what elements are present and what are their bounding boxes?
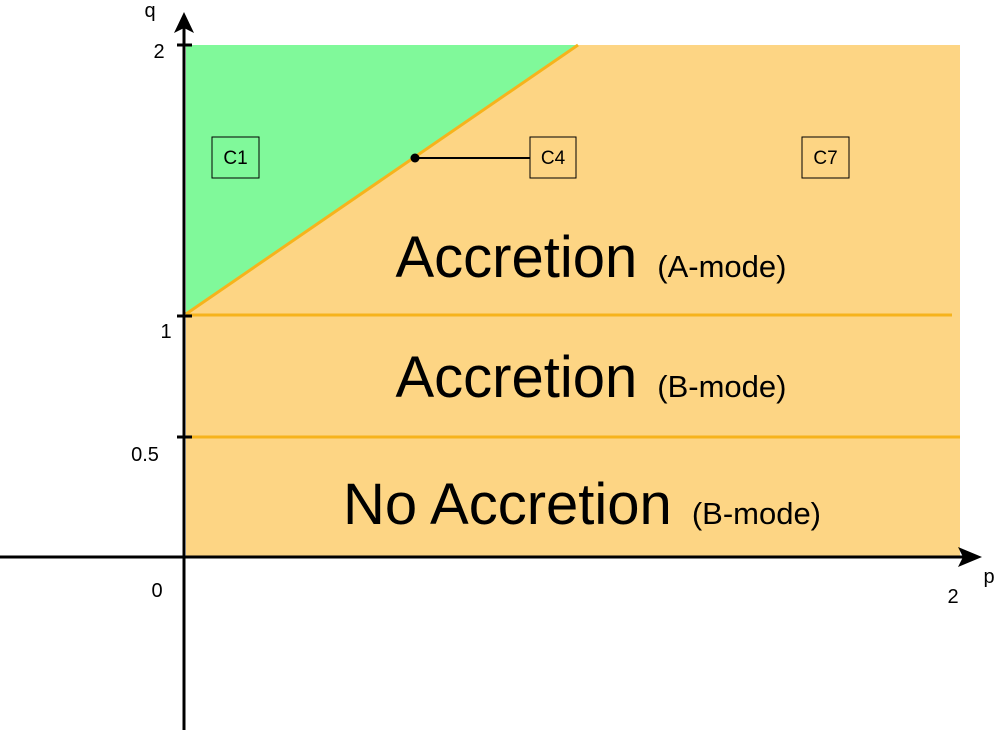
c4-label-box: [529, 136, 577, 179]
y-axis-arrow-icon: [174, 12, 194, 33]
y-tick-label-1: 1: [160, 321, 171, 343]
y-tick-label-05: 0.5: [131, 444, 159, 466]
b-mode-main-text: Accretion: [396, 345, 638, 410]
x-tick-label-2: 2: [947, 586, 958, 608]
diagonal-boundary-line: [185, 43, 579, 316]
c4-point-marker: [410, 153, 420, 163]
b-mode-region-label: Accretion (B-mode): [396, 345, 787, 410]
a-mode-sub-text: (A-mode): [657, 249, 786, 284]
c7-label: C7: [813, 148, 837, 169]
no-accretion-main-text: No Accretion: [343, 472, 672, 537]
c1-label: C1: [223, 148, 247, 169]
x-axis-arrow-icon: [958, 547, 982, 567]
c7-label-box: [801, 136, 850, 179]
c1-label-box: [211, 136, 260, 179]
x-axis-label: p: [983, 566, 994, 588]
a-mode-main-text: Accretion: [396, 225, 638, 290]
c4-label: C4: [541, 148, 566, 169]
origin-label: 0: [151, 580, 162, 602]
a-mode-region-label: Accretion (A-mode): [396, 225, 787, 290]
y-tick-label-2: 2: [153, 41, 164, 63]
no-accretion-sub-text: (B-mode): [692, 496, 821, 531]
y-axis-label: q: [144, 0, 155, 22]
no-accretion-region-label: No Accretion (B-mode): [343, 472, 821, 537]
b-mode-sub-text: (B-mode): [657, 369, 786, 404]
